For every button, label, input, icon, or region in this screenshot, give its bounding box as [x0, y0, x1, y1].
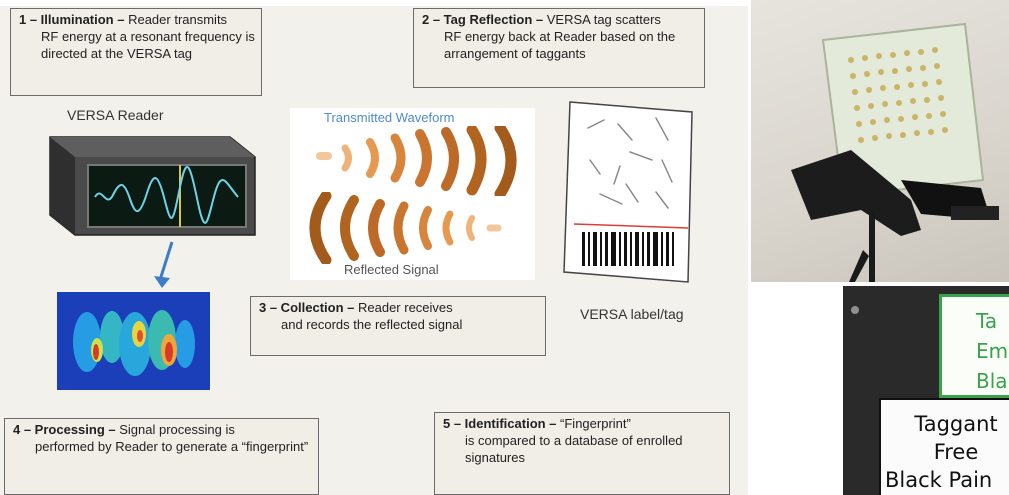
- step-3-text: and records the reflected signal: [281, 317, 463, 332]
- step-4-processing: 4 – Processing – Signal processing is pe…: [4, 418, 319, 495]
- tag-on-stand-photo: [751, 0, 1009, 282]
- step-4-title: 4 – Processing –: [13, 422, 116, 437]
- transmitted-waveform-arcs: [316, 126, 517, 196]
- step-3-collection: 3 – Collection – Reader receives and rec…: [250, 296, 546, 356]
- versa-tag-label: VERSA label/tag: [580, 306, 684, 322]
- white-sign-line-1: Taggant: [914, 412, 998, 436]
- step-2-lead: VERSA tag scatters: [543, 12, 661, 27]
- step-1-text: RF energy at a resonant frequency is dir…: [41, 29, 255, 61]
- step-5-title: 5 – Identification –: [443, 416, 557, 431]
- step-5-lead: “Fingerprint”: [556, 416, 631, 431]
- plate-screw-icon: [851, 306, 859, 314]
- green-sign-line-3: Bla: [976, 369, 1008, 393]
- white-sign-line-2: Free: [933, 440, 979, 464]
- tag-on-stand-illustration: [791, 22, 999, 282]
- reflected-signal-arcs: [309, 192, 502, 264]
- white-sign: Taggant Free Black Pain: [879, 398, 1009, 495]
- versa-tag-icon: [563, 101, 693, 283]
- step-4-lead: Signal processing is: [115, 422, 235, 437]
- step-2-tag-reflection: 2 – Tag Reflection – VERSA tag scatters …: [413, 8, 705, 88]
- down-arrow-icon: [154, 241, 174, 288]
- top-edge-strip: [0, 0, 748, 6]
- step-4-text: performed by Reader to generate a “finge…: [35, 439, 309, 454]
- fingerprint-heatmap: [57, 292, 210, 390]
- green-sign-line-2: Em: [976, 339, 1009, 363]
- green-sign: Ta Em Bla: [939, 294, 1009, 398]
- reflected-signal-label: Reflected Signal: [344, 262, 439, 277]
- step-1-title: 1 – Illumination –: [19, 12, 125, 27]
- versa-reader-icon: [49, 136, 256, 236]
- step-1-lead: Reader transmits: [124, 12, 228, 27]
- green-sign-line-1: Ta: [976, 309, 998, 333]
- versa-reader-label: VERSA Reader: [67, 107, 164, 123]
- transmitted-waveform-label: Transmitted Waveform: [324, 110, 455, 125]
- taggant-sign-photo: Ta Em Bla Taggant Free Black Pain: [751, 286, 1009, 495]
- step-2-title: 2 – Tag Reflection –: [422, 12, 544, 27]
- step-3-title: 3 – Collection –: [259, 300, 355, 315]
- step-5-identification: 5 – Identification – “Fingerprint” is co…: [434, 412, 730, 495]
- step-5-text: is compared to a database of enrolled si…: [465, 433, 683, 465]
- step-2-text: RF energy back at Reader based on the ar…: [444, 29, 676, 61]
- white-sign-line-3: Black Pain: [885, 468, 993, 492]
- step-3-lead: Reader receives: [354, 300, 453, 315]
- step-1-illumination: 1 – Illumination – Reader transmits RF e…: [10, 8, 262, 96]
